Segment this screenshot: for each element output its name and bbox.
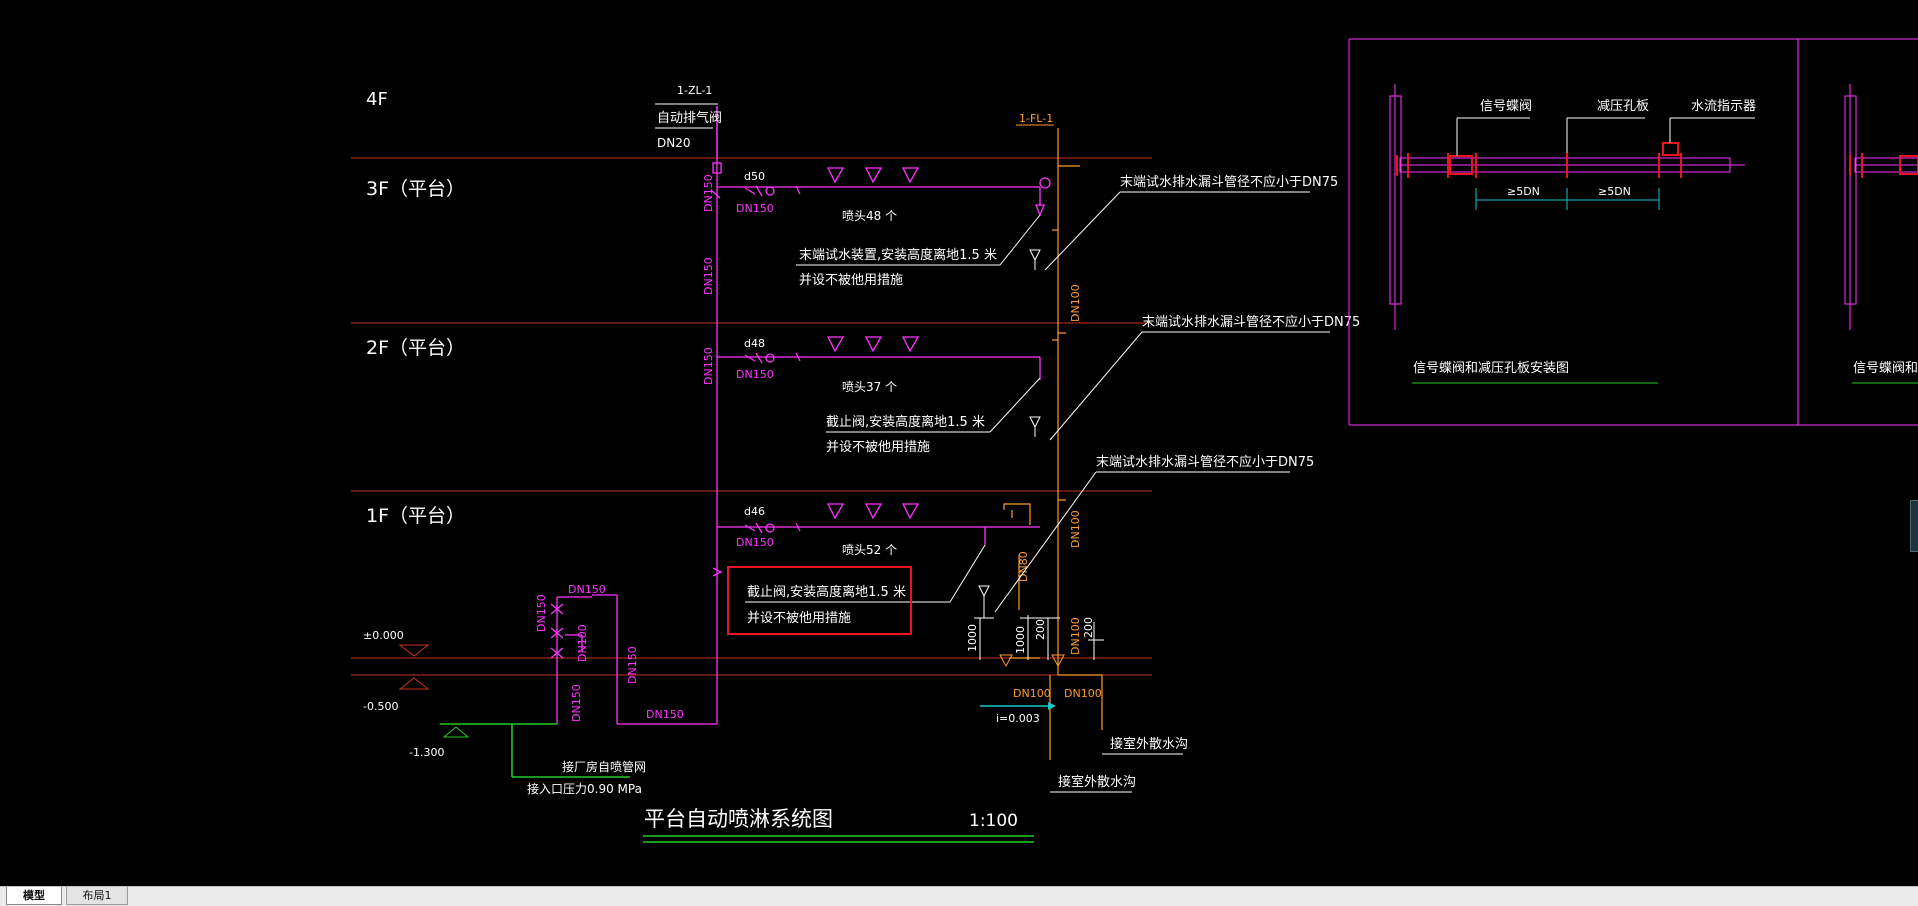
dn100-drain-base: DN100 xyxy=(1069,617,1082,655)
dn100-supply: DN100 xyxy=(576,624,589,662)
dn150-riser-3f: DN150 xyxy=(702,174,715,212)
dn100-drain-1f: DN100 xyxy=(1069,510,1082,548)
floor-label-3f: 3F（平台） xyxy=(366,178,465,200)
sprinkler-riser xyxy=(550,106,1051,725)
level-marker-green xyxy=(442,726,470,738)
drain-funnels xyxy=(978,249,1065,668)
drawing-scale: 1:100 xyxy=(969,811,1018,831)
inlet-label-line2: 接入口压力0.90 MPa xyxy=(527,781,642,796)
note-2f-valve-line2: 并设不被他用措施 xyxy=(826,440,930,455)
dn20-label: DN20 xyxy=(657,136,691,150)
outlet-label-a: 接室外散水沟 xyxy=(1110,736,1188,752)
note-2f-valve-line1: 截止阀,安装高度离地1.5 米 xyxy=(826,414,985,430)
detail-dim-5dn-a: ≥5DN xyxy=(1507,185,1540,198)
riser-label-zl: 1-ZL-1 xyxy=(677,84,712,97)
dn100-outlet-b: DN100 xyxy=(1064,687,1102,700)
floor-label-1f: 1F（平台） xyxy=(366,505,465,527)
dn150-riser-mid: DN150 xyxy=(702,257,715,295)
air-valve-label: 自动排气阀 xyxy=(657,110,722,126)
orifice-3f: d50 xyxy=(744,170,765,183)
dim-1000-b: 1000 xyxy=(1014,626,1027,654)
dn150-branch-2f: DN150 xyxy=(736,368,774,381)
dn150-branch-1f: DN150 xyxy=(736,536,774,549)
dim-200-b: 200 xyxy=(1082,617,1095,638)
orifice-1f: d46 xyxy=(744,505,765,518)
detail-caption-partial: 信号蝶阀和水 xyxy=(1853,361,1918,376)
dn150-riser-2f: DN150 xyxy=(702,347,715,385)
orifice-2f: d48 xyxy=(744,337,765,350)
dn150-branch-3f: DN150 xyxy=(736,202,774,215)
dn150-supply-right: DN150 xyxy=(626,646,639,684)
note-3f-funnel: 末端试水排水漏斗管径不应小于DN75 xyxy=(1120,174,1338,190)
dn80-drain: DN80 xyxy=(1017,551,1030,582)
detail-label-signal-valve: 信号蝶阀 xyxy=(1480,99,1532,114)
sprinkler-count-1f: 喷头52 个 xyxy=(842,543,897,557)
inlet-label-line1: 接厂房自喷管网 xyxy=(562,759,646,774)
note-3f-device-line2: 并设不被他用措施 xyxy=(799,273,903,288)
highlight-box xyxy=(727,566,912,635)
floor-label-4f: 4F xyxy=(366,89,388,110)
dn150-supply-low: DN150 xyxy=(570,684,583,722)
note-1f-valve-line2: 并设不被他用措施 xyxy=(747,611,851,626)
detail-panel xyxy=(1348,38,1918,426)
detail-label-flow-indicator: 水流指示器 xyxy=(1691,99,1756,114)
level-markers xyxy=(398,644,430,690)
inlet-pipe xyxy=(440,723,630,778)
dimension-marks xyxy=(974,615,1104,660)
fl-label: 1-FL-1 xyxy=(1019,112,1053,125)
tab-layout1[interactable]: 布局1 xyxy=(66,887,128,905)
tab-model[interactable]: 模型 xyxy=(6,887,62,905)
drawing-title: 平台自动喷淋系统图 xyxy=(644,807,833,831)
note-3f-device-line1: 末端试水装置,安装高度离地1.5 米 xyxy=(799,247,997,263)
detail-caption: 信号蝶阀和减压孔板安装图 xyxy=(1413,361,1569,376)
slope-label: i=0.003 xyxy=(996,712,1040,725)
sprinkler-count-2f: 喷头37 个 xyxy=(842,380,897,394)
note-2f-funnel: 末端试水排水漏斗管径不应小于DN75 xyxy=(1142,314,1360,330)
leader-lines xyxy=(796,191,1330,613)
outlet-label-b: 接室外散水沟 xyxy=(1058,774,1136,790)
dn100-drain-2f: DN100 xyxy=(1069,284,1082,322)
level-zero: ±0.000 xyxy=(363,629,404,642)
note-1f-valve-line1: 截止阀,安装高度离地1.5 米 xyxy=(747,584,906,600)
detail-label-orifice-plate: 减压孔板 xyxy=(1597,99,1649,114)
dim-200-a: 200 xyxy=(1034,619,1047,640)
note-1f-funnel: 末端试水排水漏斗管径不应小于DN75 xyxy=(1096,454,1314,470)
drain-riser xyxy=(1003,128,1103,760)
layout-tab-bar: 模型 布局1 xyxy=(0,886,1918,906)
dn150-supply-bottom: DN150 xyxy=(646,708,684,721)
side-scroll-handle[interactable] xyxy=(1910,500,1918,552)
level-minus13: -1.300 xyxy=(409,746,444,759)
dn150-supply-left: DN150 xyxy=(535,594,548,632)
detail-dim-5dn-b: ≥5DN xyxy=(1598,185,1631,198)
dn150-supply-top: DN150 xyxy=(568,583,606,596)
sprinkler-count-3f: 喷头48 个 xyxy=(842,209,897,223)
cad-drawing-canvas[interactable]: 4F 3F（平台） 2F（平台） 1F（平台） xyxy=(0,0,1918,886)
level-minus05: -0.500 xyxy=(363,700,398,713)
dim-1000-a: 1000 xyxy=(966,624,979,652)
floor-label-2f: 2F（平台） xyxy=(366,337,465,359)
dn100-outlet-a: DN100 xyxy=(1013,687,1051,700)
